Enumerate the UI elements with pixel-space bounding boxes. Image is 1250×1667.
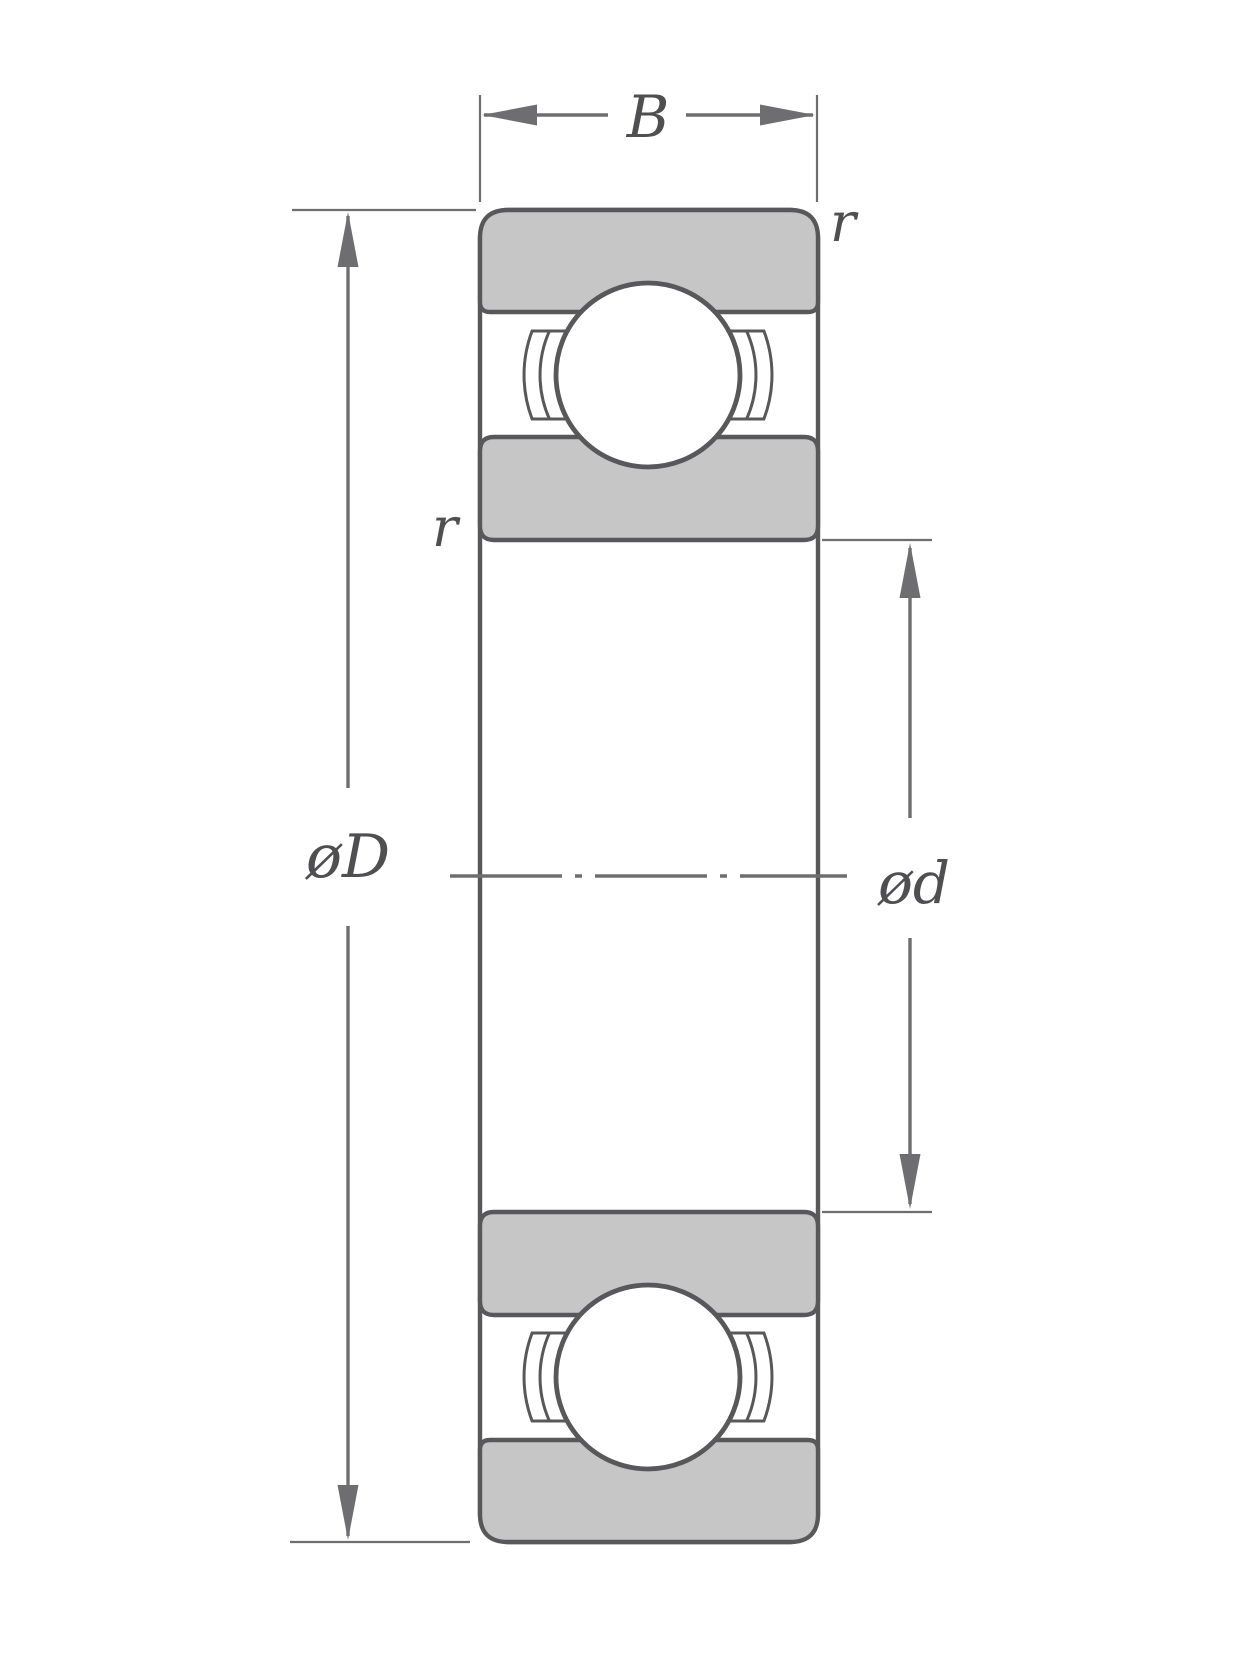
arrow-right-icon: [760, 104, 815, 126]
cage-top-right-arc: [745, 330, 758, 420]
inner-corner-radius-label: r: [432, 496, 461, 559]
cage-bottom-right-arc: [745, 1332, 758, 1422]
outer-ring-top-section: [477, 207, 821, 315]
inner-diameter-dimension: ød: [822, 538, 950, 1214]
inner-ring-top-section: [477, 434, 821, 543]
ball-bottom: [553, 1282, 743, 1472]
arrow-up-icon: [899, 543, 921, 598]
width-dimension: B: [478, 83, 819, 202]
width-dimension-label: B: [626, 83, 670, 151]
inner-diameter-label: ød: [877, 849, 950, 917]
cage-top-left-arc: [538, 330, 551, 420]
outer-ring-bottom-section: [477, 1437, 821, 1545]
ball-top: [553, 280, 743, 470]
arrow-left-icon: [482, 104, 537, 126]
outer-diameter-dimension: øD: [290, 208, 476, 1544]
arrow-up-icon: [337, 212, 359, 267]
cage-bottom-left-arc: [538, 1332, 551, 1422]
outer-diameter-label: øD: [305, 822, 390, 892]
inner-ring-bottom-section: [477, 1209, 821, 1318]
arrow-down-icon: [899, 1154, 921, 1209]
outer-corner-radius-label: r: [830, 191, 859, 254]
arrow-down-icon: [337, 1485, 359, 1540]
